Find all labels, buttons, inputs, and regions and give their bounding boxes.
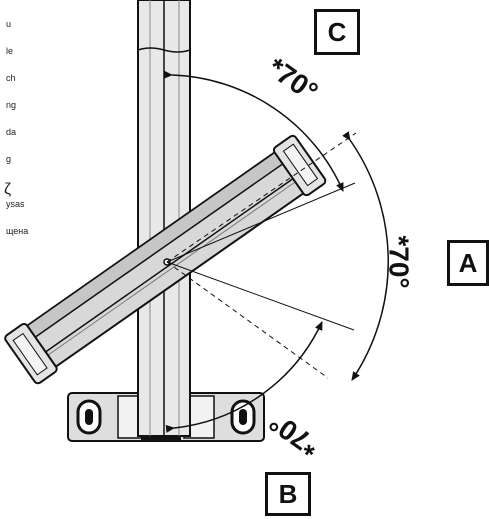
edge-symbol: ζ — [4, 182, 12, 198]
edge-text-line: le — [6, 46, 14, 56]
angle-label-right: *70° — [383, 235, 415, 289]
edge-text-line: ysas — [6, 199, 25, 209]
edge-text-line: da — [6, 127, 17, 137]
edge-text-line: щена — [6, 226, 29, 236]
edge-text-line: g — [6, 154, 12, 164]
edge-text-fragment: u le ch ng da g ysas щена — [6, 2, 36, 254]
label-c-box: C — [314, 9, 360, 55]
label-a-box: A — [447, 240, 489, 286]
angle-arcs — [163, 70, 389, 433]
slot-left-icon — [76, 399, 102, 435]
edge-text-line: ng — [6, 100, 17, 110]
edge-text-line: u — [6, 19, 12, 29]
edge-text-line: ch — [6, 73, 16, 83]
tilted-blade-assembly — [4, 134, 327, 385]
label-b-box: B — [265, 472, 311, 516]
